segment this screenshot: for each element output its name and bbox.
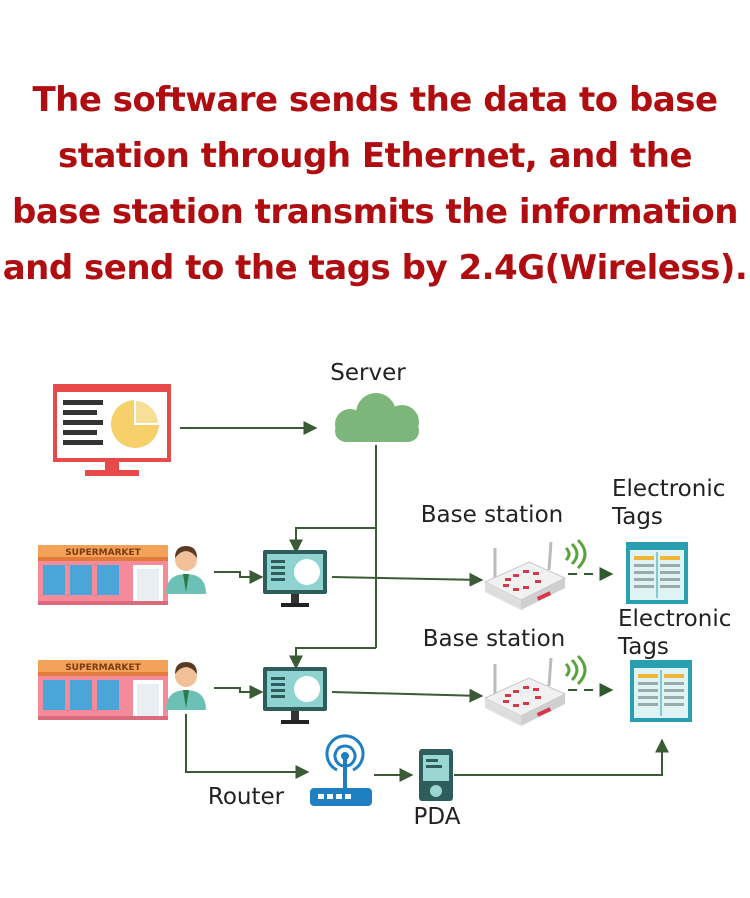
pda-icon <box>419 749 453 801</box>
headline-line-4: and send to the tags by 2.4G(Wireless). <box>2 248 748 288</box>
server-to-terminal-2-line <box>289 647 376 670</box>
monitor-chart-icon <box>53 384 171 476</box>
terminal-1-to-base-1-line <box>331 572 484 587</box>
base-station-2-label: Base station <box>423 626 565 652</box>
headline-line-1: The software sends the data to base <box>32 80 718 120</box>
base-station-1-label: Base station <box>421 502 563 528</box>
wifi-signal-icon <box>564 538 587 570</box>
person-icon <box>166 546 206 594</box>
terminal-icon <box>263 667 327 724</box>
headline: The software sends the data to base stat… <box>0 72 750 296</box>
tags-2-label-line1: Electronic <box>618 606 731 632</box>
wireless-links <box>568 567 614 697</box>
tags-1-label-line1: Electronic <box>612 476 725 502</box>
terminal-icon <box>263 550 327 607</box>
headline-line-2: station through Ethernet, and the <box>57 136 693 176</box>
tags-2-label-line2: Tags <box>617 634 669 660</box>
electronic-tag-icon <box>629 659 693 723</box>
server-to-terminal-1-line <box>289 527 376 554</box>
wifi-signal-icon <box>564 654 587 686</box>
connection-lines <box>180 421 669 782</box>
server-label: Server <box>330 360 406 386</box>
tags-1-label-line2: Tags <box>611 504 663 530</box>
store-2-to-terminal-2-line <box>214 685 264 699</box>
store-1-sign: SUPERMARKET <box>65 548 141 558</box>
terminal-2-to-base-2-line <box>331 688 484 703</box>
person-2-to-router-line <box>185 714 310 779</box>
pda-to-tags-2-line <box>454 738 669 776</box>
electronic-tag-icon <box>625 541 689 605</box>
person-icon <box>166 662 206 710</box>
cloud-icon <box>335 393 419 442</box>
base-station-icon <box>483 656 567 728</box>
pda-label: PDA <box>414 804 461 830</box>
router-icon <box>310 734 372 806</box>
headline-line-3: base station transmits the information <box>12 192 738 232</box>
store-1-to-terminal-1-line <box>214 570 264 584</box>
store-2-sign: SUPERMARKET <box>65 663 141 673</box>
base-station-icon <box>483 540 567 612</box>
router-label: Router <box>208 784 285 810</box>
